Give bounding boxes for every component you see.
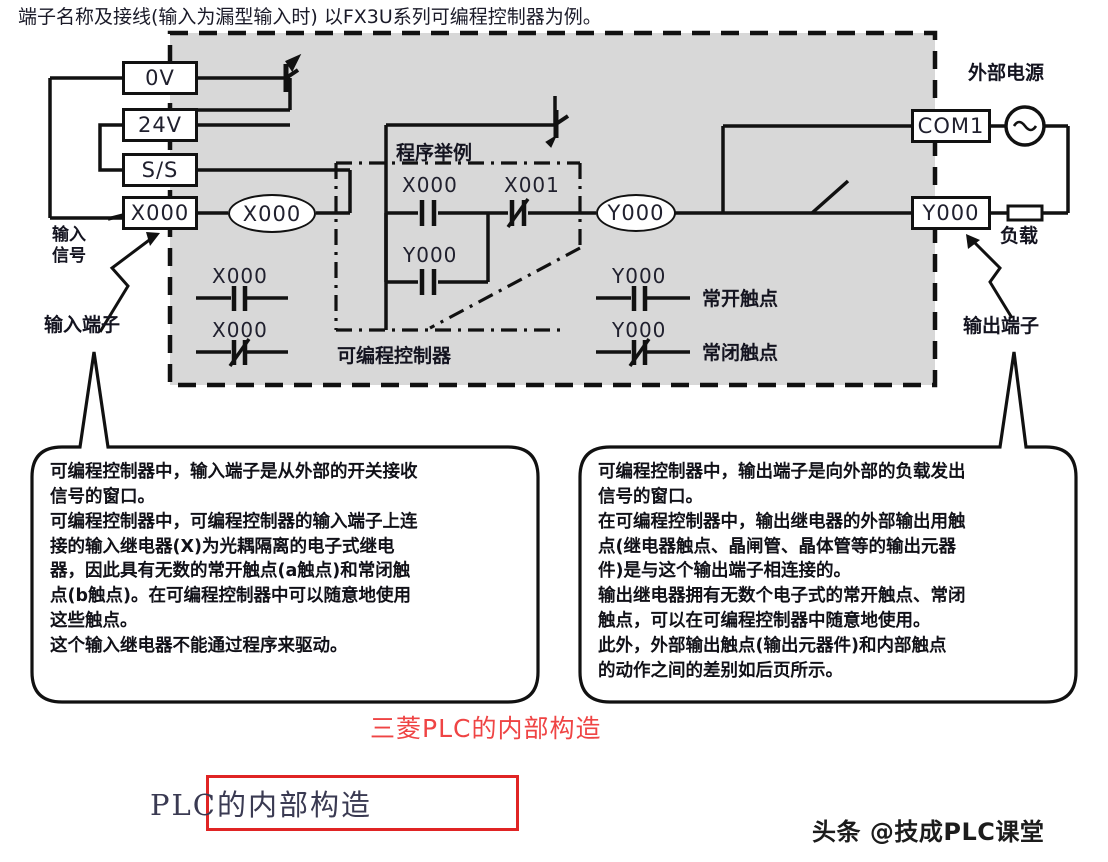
output-relay-coil-y000[interactable]: Y000: [596, 194, 676, 232]
external-input-wiring: [48, 76, 122, 220]
external-power-circuit: [989, 105, 1070, 215]
legend-output-no-symbol: [631, 286, 648, 311]
watermark: 头条 @技成PLC课堂: [812, 818, 1045, 846]
terminal-24v[interactable]: 24V: [122, 108, 198, 142]
external-power-label: 外部电源: [968, 62, 1045, 84]
callout-left-bubble: [30, 351, 540, 704]
program-example-dashdot-box: [334, 161, 582, 332]
contact-y000-branch-no: [419, 269, 437, 295]
program-contact-x001-label: X001: [504, 173, 560, 197]
program-example-heading: 程序举例: [396, 142, 473, 164]
terminal-x000[interactable]: X000: [122, 196, 198, 230]
leader-output-terminal: [966, 234, 1014, 319]
boxed-caption-frame: [206, 775, 519, 831]
input-terminal-description: 可编程控制器中，输入端子是从外部的开关接收 信号的窗口。 可编程控制器中，可编程…: [50, 462, 418, 656]
legend-input-nc-label: X000: [212, 318, 268, 342]
callout-right-bubble: [578, 351, 1078, 704]
legend-input-no-symbol: [231, 286, 248, 311]
program-contact-x000-label: X000: [402, 173, 458, 197]
legend-output-contacts: [596, 296, 690, 354]
legend-output-no-label: Y000: [612, 264, 667, 288]
legend-input-no-label: X000: [212, 264, 268, 288]
input-terminal-label: 输入端子: [44, 314, 121, 336]
ladder-rung: [384, 211, 596, 284]
internal-switch-symbol-0v: [283, 53, 302, 92]
terminal-0v[interactable]: 0V: [122, 61, 198, 95]
output-terminal-description: 可编程控制器中，输出端子是向外部的负载发出 信号的窗口。 在可编程控制器中，输出…: [598, 462, 966, 681]
load-label: 负载: [1000, 225, 1039, 247]
leader-input-terminal: [98, 232, 160, 333]
page-title: 端子名称及接线(输入为漏型输入时) 以FX3U系列可编程控制器为例。: [18, 6, 602, 28]
legend-input-nc-symbol: [228, 337, 251, 368]
legend-no-contact-text: 常开触点: [702, 288, 779, 310]
boxed-caption: PLC的内部构造: [150, 788, 372, 822]
input-signal-label-line2: 信号: [52, 246, 86, 266]
terminal-ss[interactable]: S/S: [122, 153, 198, 187]
contact-x000-no: [419, 200, 437, 226]
terminal-com1[interactable]: COM1: [911, 109, 991, 143]
output-terminal-label: 输出端子: [963, 315, 1040, 337]
red-caption: 三菱PLC的内部构造: [370, 714, 602, 743]
legend-output-nc-label: Y000: [612, 318, 667, 342]
input-signal-label-line1: 输入: [52, 225, 86, 245]
output-internal-wiring: [670, 124, 913, 215]
terminal-y000[interactable]: Y000: [911, 196, 991, 230]
input-relay-coil-x000[interactable]: X000: [228, 194, 316, 233]
program-branch-y000-label: Y000: [403, 243, 458, 267]
legend-nc-contact-text: 常闭触点: [702, 342, 779, 364]
output-relay-contact: [810, 179, 850, 215]
legend-output-nc-symbol: [628, 337, 651, 368]
internal-switch-symbol-program: [545, 110, 570, 148]
contact-x001-nc: [506, 197, 530, 229]
legend-input-contacts: [196, 296, 288, 354]
load-resistor: [1006, 204, 1044, 222]
plc-body-label: 可编程控制器: [337, 345, 452, 367]
terminal-internal-wires: [197, 76, 352, 215]
